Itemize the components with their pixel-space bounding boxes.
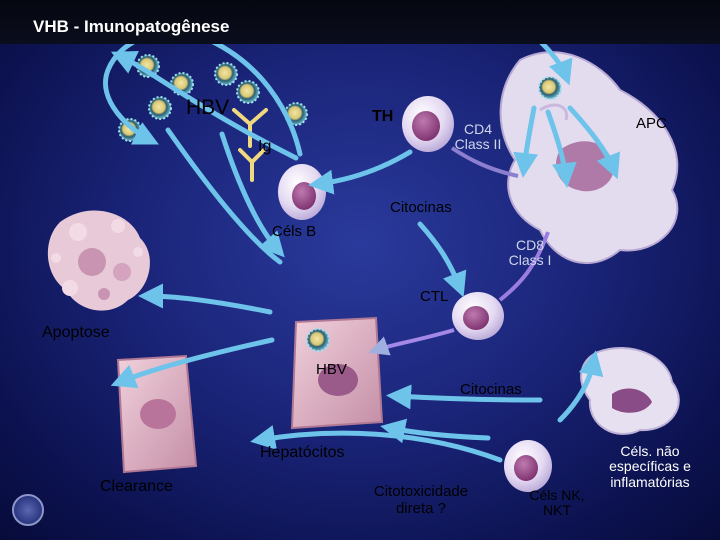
label-ctl: CTL: [420, 288, 449, 305]
b-cell: [278, 164, 326, 220]
ctl-cell: [452, 292, 504, 340]
label-nonspecific-line1: Céls. não: [620, 443, 680, 459]
label-nonspecific: Céls. não específicas e inflamatórias: [594, 443, 706, 490]
label-cd8-line1: CD8: [515, 237, 544, 253]
label-clearance: Clearance: [100, 478, 173, 495]
ctl-to-hepatocyte-arrow: [368, 328, 455, 356]
hbv-virus-icons: [118, 54, 562, 352]
hepatocyte-left: [116, 354, 198, 474]
nk-cell: [504, 440, 552, 492]
cd8-receptor: [498, 231, 550, 302]
label-nk: Céls NK, NKT: [520, 487, 594, 519]
nonspecific-cell: [580, 347, 680, 435]
label-th: TH: [372, 108, 394, 125]
label-citotoxicidade-line2: direta ?: [395, 499, 447, 517]
slide-title: VHB - Imunopatogênese: [33, 17, 230, 36]
label-hbv-mid: HBV: [316, 361, 347, 378]
label-cd4: CD4 Class II: [446, 121, 510, 153]
label-citocinas-top: Citocinas: [390, 199, 452, 216]
label-citotoxicidade: Citotoxicidade direta ?: [356, 483, 486, 517]
th-cell: [402, 96, 454, 152]
title-bar: [0, 0, 720, 44]
label-cd8-line2: Class I: [508, 252, 552, 269]
label-nonspecific-line2: específicas e: [609, 458, 691, 475]
cd4-receptor: [450, 146, 519, 178]
label-ig: Ig: [258, 138, 272, 155]
label-nk-line1: Céls NK,: [529, 487, 585, 503]
label-hbv-top: HBV: [186, 96, 230, 119]
label-cd8: CD8 Class I: [498, 237, 562, 269]
apoptotic-cell: [47, 210, 150, 311]
label-apoptose: Apoptose: [42, 324, 110, 341]
label-cels-b: Céls B: [272, 223, 317, 240]
label-nk-line2: NKT: [543, 502, 571, 519]
label-citocinas-mid: Citocinas: [460, 381, 522, 398]
label-nonspecific-line3: inflamatórias: [610, 473, 690, 490]
label-hepatocitos: Hepatócitos: [260, 444, 345, 461]
logo-icon: [12, 494, 44, 526]
label-citotoxicidade-line1: Citotoxicidade: [373, 483, 469, 500]
label-cd4-line2: Class II: [454, 136, 502, 153]
label-apc: APC: [636, 115, 667, 132]
label-cd4-line1: CD4: [463, 121, 492, 137]
